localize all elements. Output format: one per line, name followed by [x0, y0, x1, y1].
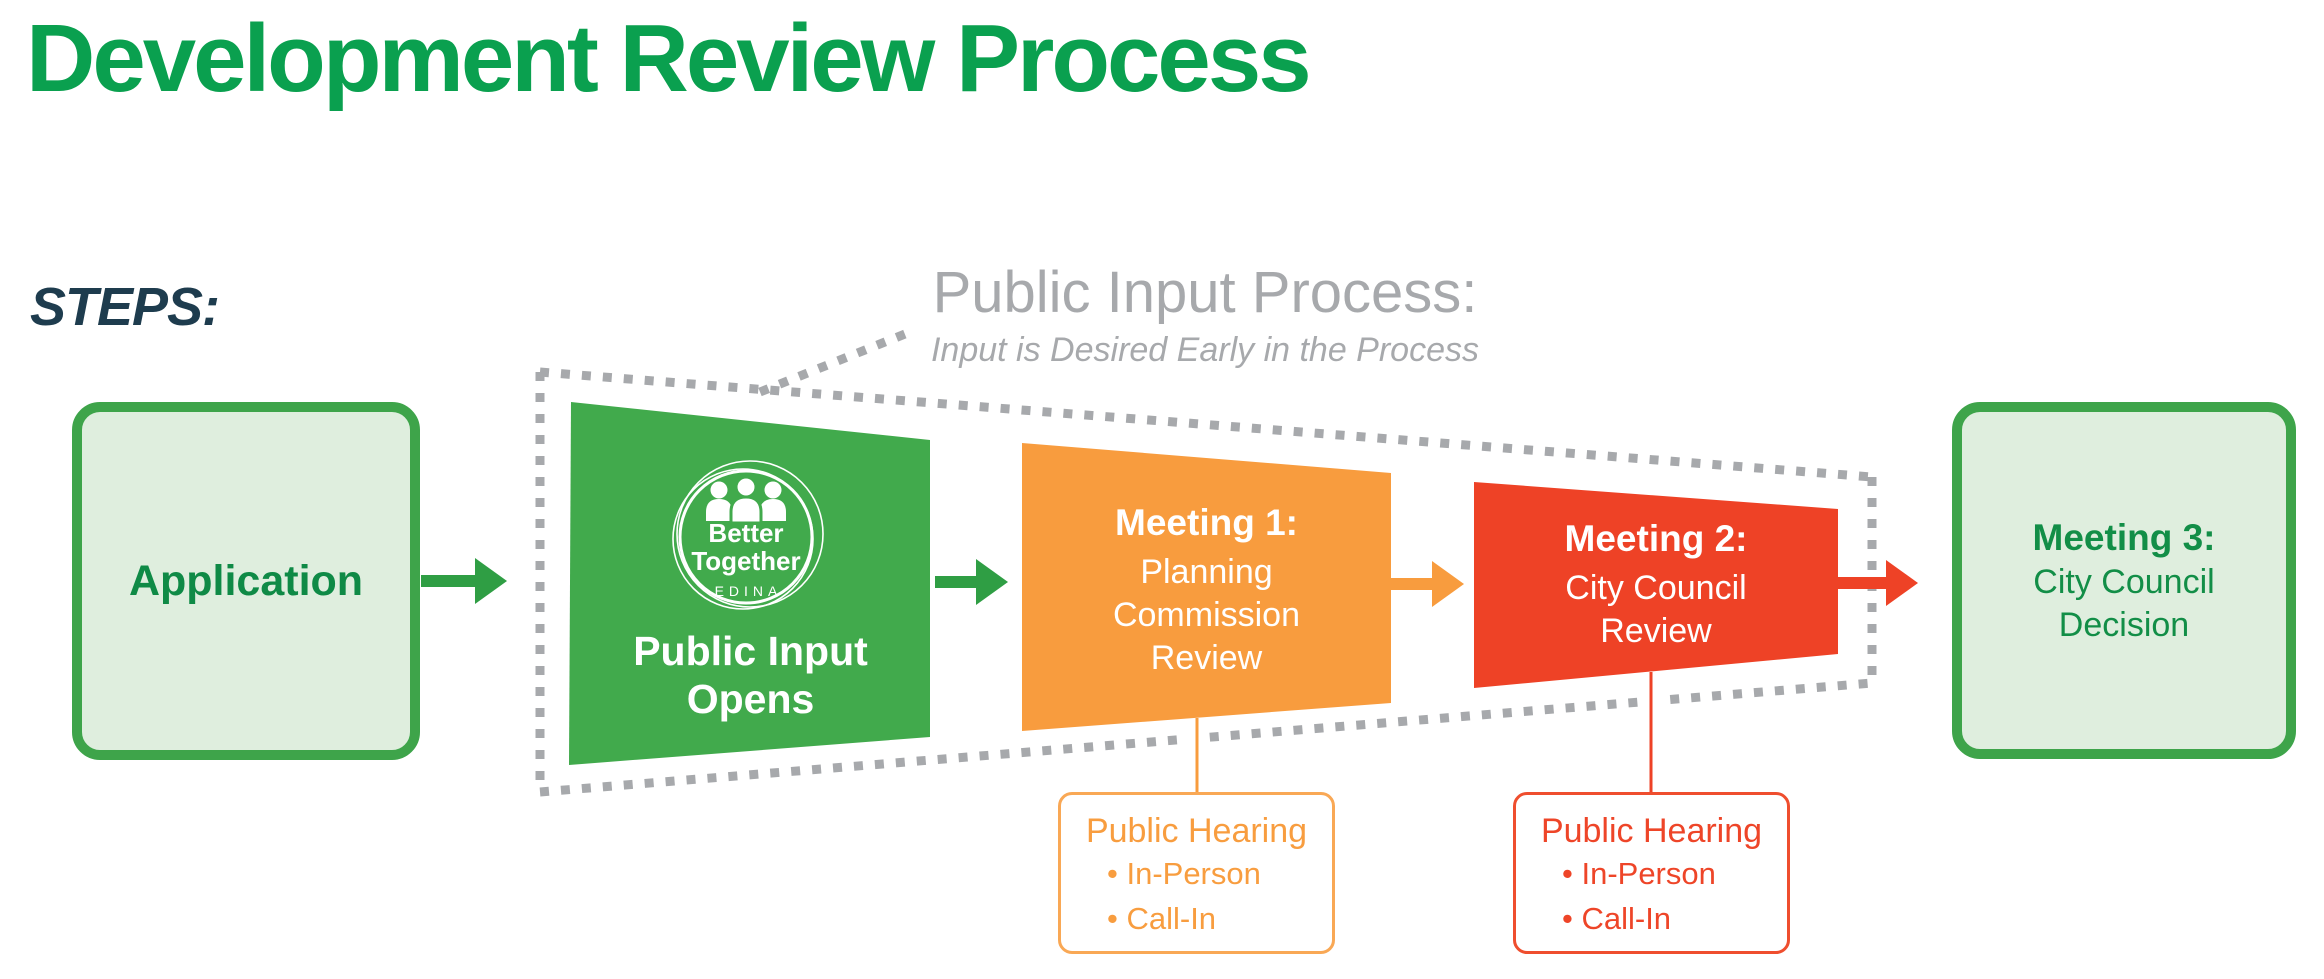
meeting2-line2: Review	[1600, 612, 1712, 650]
meeting2-label: Meeting 2: City Council Review	[1474, 516, 1838, 653]
public-input-opens-trapezoid	[569, 402, 930, 765]
meeting2-hearing-item-call-in: • Call-In	[1562, 901, 1672, 936]
application-box: Application	[72, 402, 420, 760]
logo-line-together: Together	[691, 546, 801, 576]
page-title: Development Review Process	[26, 5, 1312, 112]
meeting1-line3: Review	[1150, 639, 1263, 677]
meeting1-public-hearing-callout: Public Hearing • In-Person • Call-In	[1058, 792, 1335, 954]
arrow-meeting2-to-meeting3	[1838, 560, 1918, 606]
meeting1-hearing-title: Public Hearing	[1085, 812, 1308, 850]
public-input-process-heading: Public Input Process:	[932, 260, 1478, 325]
meeting1-line2: Commission	[1112, 596, 1301, 634]
logo-line-better: Better	[708, 518, 784, 548]
meeting1-trapezoid	[1022, 443, 1391, 731]
meeting2-trapezoid	[1474, 482, 1838, 688]
people-group-icon	[706, 475, 786, 525]
arrow-public-input-to-meeting1	[935, 559, 1008, 605]
logo-sketch-rings	[672, 460, 824, 610]
logo-line-edina: EDINA	[714, 583, 783, 599]
meeting1-hearing-item-call-in: • Call-In	[1107, 901, 1217, 936]
meeting1-title: Meeting 1:	[1115, 502, 1298, 543]
funnel-top-edge	[539, 367, 1873, 482]
arrow-application-to-public-input	[421, 558, 507, 604]
public-input-process-heading-block: Public Input Process: Input is Desired E…	[855, 262, 1555, 370]
meeting3-line1: City Council	[2033, 562, 2215, 601]
meeting2-hearing-item-in-person: • In-Person	[1562, 856, 1716, 891]
meeting2-line1: City Council	[1565, 569, 1747, 607]
meeting2-title: Meeting 2:	[1564, 518, 1748, 559]
better-together-edina-logo: Better Together EDINA	[646, 519, 846, 599]
public-input-opens-line2: Opens	[686, 676, 815, 722]
funnel-callout-pointer-line	[758, 327, 912, 397]
meeting1-hearing-item-in-person: • In-Person	[1107, 856, 1261, 891]
public-input-opens-line1: Public Input	[633, 628, 868, 674]
public-input-process-subheading: Input is Desired Early in the Process	[930, 331, 1480, 369]
meeting2-public-hearing-callout: Public Hearing • In-Person • Call-In	[1513, 792, 1790, 954]
arrow-meeting1-to-meeting2	[1391, 561, 1464, 607]
meeting3-line2: Decision	[2058, 605, 2190, 644]
meeting3-title: Meeting 3:	[2032, 516, 2216, 558]
meeting3-box: Meeting 3: City Council Decision	[1952, 402, 2296, 759]
application-label: Application	[128, 556, 364, 605]
meeting2-hearing-title: Public Hearing	[1540, 812, 1763, 850]
steps-label: STEPS:	[30, 277, 220, 337]
meeting1-line1: Planning	[1140, 553, 1273, 591]
public-input-opens-label: Public Input Opens	[571, 627, 930, 723]
meeting1-label: Meeting 1: Planning Commission Review	[1022, 500, 1391, 680]
